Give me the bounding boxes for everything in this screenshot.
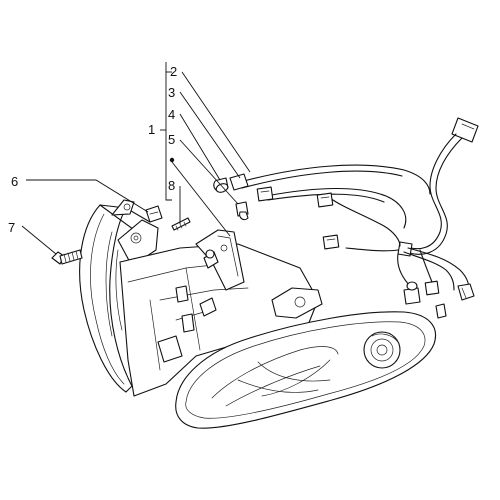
callout-1: 1	[148, 122, 155, 137]
callout-2: 2	[170, 64, 177, 79]
wiring-harness	[239, 117, 479, 301]
callout-8: 8	[168, 178, 175, 193]
callout-6: 6	[11, 174, 18, 189]
callout-7: 7	[8, 220, 15, 235]
callout-5: 5	[168, 132, 175, 147]
headlight-body-frame	[117, 219, 323, 397]
callout-4: 4	[168, 107, 175, 122]
callout-labels: 2 3 4 1 5 8 6 7	[8, 64, 177, 235]
headlight-front-lens	[175, 311, 436, 429]
callout-3: 3	[168, 85, 175, 100]
leader-lines	[21, 62, 251, 255]
